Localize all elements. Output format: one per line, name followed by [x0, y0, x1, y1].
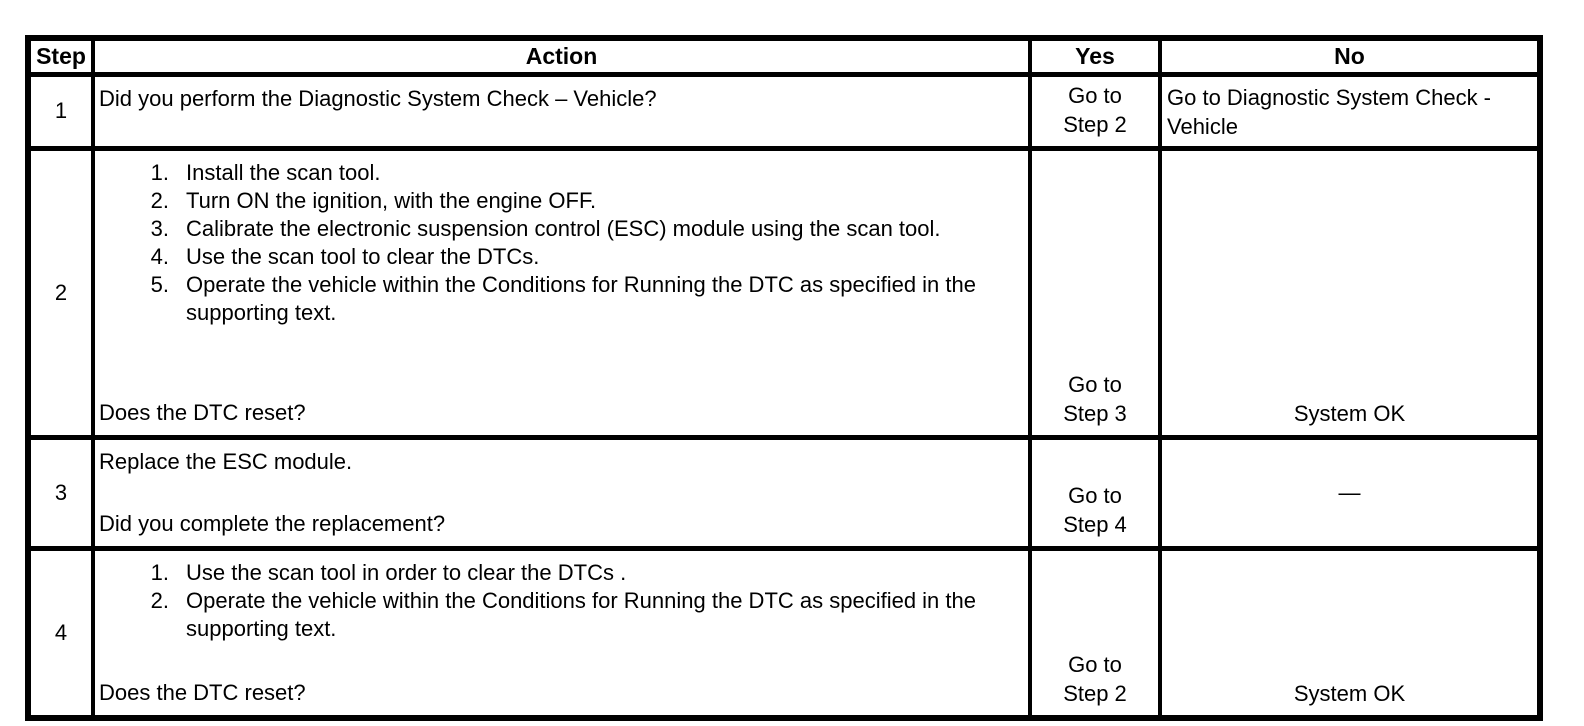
action-content-3: Replace the ESC module. Did you complete… [99, 448, 1024, 538]
yes-line-2b: Step 3 [1063, 400, 1127, 426]
no-cell-1: Go to Diagnostic System Check - Vehicle [1158, 71, 1542, 151]
table-row-step-4: 4 1. Use the scan tool in order to clear… [26, 545, 1542, 720]
action-content-1: Did you perform the Diagnostic System Ch… [99, 85, 1024, 135]
list-item-text: Operate the vehicle within the Condition… [186, 587, 976, 641]
no-cell-4: System OK [1158, 545, 1542, 720]
header-yes: Yes [1028, 35, 1162, 77]
list-item-number: 3. [150, 215, 169, 241]
yes-line-4b: Step 2 [1063, 680, 1127, 706]
header-no: No [1158, 35, 1542, 77]
list-item-text: Operate the vehicle within the Condition… [186, 271, 976, 325]
list-item: 4. Use the scan tool to clear the DTCs. [99, 243, 1024, 271]
list-item: 2. Turn ON the ignition, with the engine… [99, 187, 1024, 215]
table-row-step-1: 1 Did you perform the Diagnostic System … [26, 71, 1542, 151]
action-question-1: Did you perform the Diagnostic System Ch… [99, 85, 657, 111]
list-item-number: 1. [150, 559, 169, 585]
action-cell-1: Did you perform the Diagnostic System Ch… [91, 71, 1032, 151]
yes-line-2a: Go to [1068, 371, 1122, 397]
no-text-4: System OK [1293, 680, 1406, 706]
list-item-text: Use the scan tool in order to clear the … [186, 559, 627, 585]
list-item: 1. Use the scan tool in order to clear t… [99, 559, 1024, 587]
action-question-2: Does the DTC reset? [99, 399, 306, 425]
header-action: Action [91, 35, 1032, 77]
action-question-4: Does the DTC reset? [99, 679, 306, 705]
action-cell-2: 1. Install the scan tool. 2. Turn ON the… [91, 145, 1032, 440]
list-item-number: 5. [150, 271, 169, 297]
action-intro-3: Replace the ESC module. [99, 448, 353, 474]
header-step: Step [26, 35, 95, 77]
step-cell-2: 2 [26, 145, 95, 440]
step-cell-1: 1 [26, 71, 95, 151]
yes-line-1b: Step 2 [1063, 111, 1127, 137]
action-content-2: 1. Install the scan tool. 2. Turn ON the… [99, 159, 1024, 427]
yes-cell-2: Go to Step 3 [1028, 145, 1162, 440]
diagnostic-table: Step Action Yes No 1 Did you perform the… [25, 35, 1543, 721]
list-item: 1. Install the scan tool. [99, 159, 1024, 187]
action-cell-3: Replace the ESC module. Did you complete… [91, 434, 1032, 551]
list-item-number: 1. [150, 159, 169, 185]
table-row-step-2: 2 1. Install the scan tool. 2. Turn ON t… [26, 145, 1542, 440]
action-list-4: 1. Use the scan tool in order to clear t… [99, 559, 1024, 643]
list-item-text: Install the scan tool. [186, 159, 381, 185]
no-cell-3: — [1158, 434, 1542, 551]
no-cell-2: System OK [1158, 145, 1542, 440]
action-content-4: 1. Use the scan tool in order to clear t… [99, 559, 1024, 707]
no-line-1b: Vehicle [1167, 113, 1238, 139]
yes-cell-3: Go to Step 4 [1028, 434, 1162, 551]
list-item: 2. Operate the vehicle within the Condit… [99, 587, 1024, 643]
list-item-number: 2. [150, 587, 169, 613]
list-item: 3. Calibrate the electronic suspension c… [99, 215, 1024, 243]
yes-line-1a: Go to [1068, 82, 1122, 108]
list-item-text: Turn ON the ignition, with the engine OF… [186, 187, 597, 213]
yes-line-3b: Step 4 [1063, 511, 1127, 537]
step-cell-4: 4 [26, 545, 95, 720]
action-cell-4: 1. Use the scan tool in order to clear t… [91, 545, 1032, 720]
yes-cell-4: Go to Step 2 [1028, 545, 1162, 720]
diagnostic-table-wrapper: Step Action Yes No 1 Did you perform the… [25, 35, 1543, 721]
list-item-text: Use the scan tool to clear the DTCs. [186, 243, 540, 269]
list-item: 5. Operate the vehicle within the Condit… [99, 271, 1024, 327]
table-row-step-3: 3 Replace the ESC module. Did you comple… [26, 434, 1542, 551]
list-item-number: 4. [150, 243, 169, 269]
yes-line-4a: Go to [1068, 651, 1122, 677]
list-item-text: Calibrate the electronic suspension cont… [186, 215, 941, 241]
no-line-1a: Go to Diagnostic System Check - [1167, 84, 1492, 110]
no-dash-3: — [1338, 479, 1361, 505]
no-text-2: System OK [1293, 400, 1406, 426]
action-list-2: 1. Install the scan tool. 2. Turn ON the… [99, 159, 1024, 327]
step-cell-3: 3 [26, 434, 95, 551]
list-item-number: 2. [150, 187, 169, 213]
yes-cell-1: Go to Step 2 [1028, 71, 1162, 151]
header-row: Step Action Yes No [26, 35, 1542, 77]
action-question-3: Did you complete the replacement? [99, 510, 446, 536]
yes-line-3a: Go to [1068, 482, 1122, 508]
